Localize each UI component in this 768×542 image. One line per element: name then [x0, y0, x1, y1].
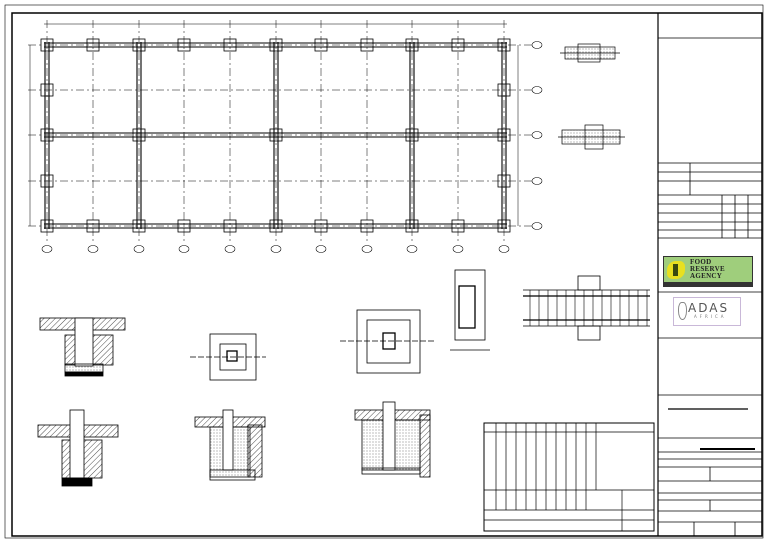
- column-pad: [405, 38, 419, 52]
- column-pad: [360, 38, 374, 52]
- column-pad: [314, 219, 328, 233]
- column-pad: [497, 174, 511, 188]
- sheet-border: [4, 4, 764, 539]
- logo-strip: [664, 282, 752, 286]
- logo-line-2: RESERVE: [690, 265, 725, 273]
- adas-africa-logo: ADAS AFRICA: [673, 297, 741, 326]
- column-pad: [223, 219, 237, 233]
- grid-bubble: [315, 245, 327, 253]
- vase-icon: [678, 302, 687, 320]
- grid-bubble: [452, 245, 464, 253]
- grid-bubble: [531, 222, 543, 230]
- grid-bubble: [270, 245, 282, 253]
- column-pad: [405, 219, 419, 233]
- column-pad: [177, 219, 191, 233]
- wheat-icon: [667, 261, 685, 279]
- column-pad: [86, 38, 100, 52]
- column-pad: [497, 219, 511, 233]
- grid-bubble: [406, 245, 418, 253]
- column-pad: [497, 128, 511, 142]
- grid-bubble: [87, 245, 99, 253]
- schedule-table: [483, 422, 655, 532]
- grid-bubble: [133, 245, 145, 253]
- logo-line-1: FOOD: [690, 258, 712, 266]
- foundation-plan: [28, 20, 543, 253]
- grid-bubble: [178, 245, 190, 253]
- grid-bubble: [531, 177, 543, 185]
- column-pad: [177, 38, 191, 52]
- logo-line-3: AGENCY: [690, 272, 723, 280]
- grid-bubble: [531, 131, 543, 139]
- column-pad: [40, 83, 54, 97]
- column-pad: [132, 219, 146, 233]
- grid-bubble: [531, 86, 543, 94]
- column-pad: [40, 38, 54, 52]
- footing-sections: [37, 317, 431, 487]
- column-and-beam-details: [450, 269, 650, 351]
- title-block: [658, 37, 762, 536]
- column-pad: [451, 219, 465, 233]
- column-pad: [40, 128, 54, 142]
- column-pad: [269, 128, 283, 142]
- column-pad: [405, 128, 419, 142]
- column-pad: [269, 38, 283, 52]
- consultant-sub: AFRICA: [694, 314, 727, 319]
- column-pad: [314, 38, 328, 52]
- grid-bubble: [498, 245, 510, 253]
- column-pad: [451, 38, 465, 52]
- column-pad: [86, 219, 100, 233]
- column-pad: [497, 38, 511, 52]
- client-logo-text: FOOD RESERVE AGENCY: [690, 259, 725, 280]
- grid-bubble: [531, 41, 543, 49]
- column-pad: [132, 38, 146, 52]
- grid-bubble: [361, 245, 373, 253]
- column-pad: [360, 219, 374, 233]
- column-pad: [40, 219, 54, 233]
- grid-bubble: [41, 245, 53, 253]
- food-reserve-agency-logo: FOOD RESERVE AGENCY: [663, 256, 753, 287]
- column-pad: [497, 83, 511, 97]
- consultant-name: ADAS: [688, 301, 730, 315]
- column-pad: [40, 174, 54, 188]
- beam-section-details: [558, 43, 625, 150]
- column-pad: [132, 128, 146, 142]
- pad-footing-plans: [190, 309, 436, 381]
- column-pad: [269, 219, 283, 233]
- column-pad: [223, 38, 237, 52]
- grid-bubble: [224, 245, 236, 253]
